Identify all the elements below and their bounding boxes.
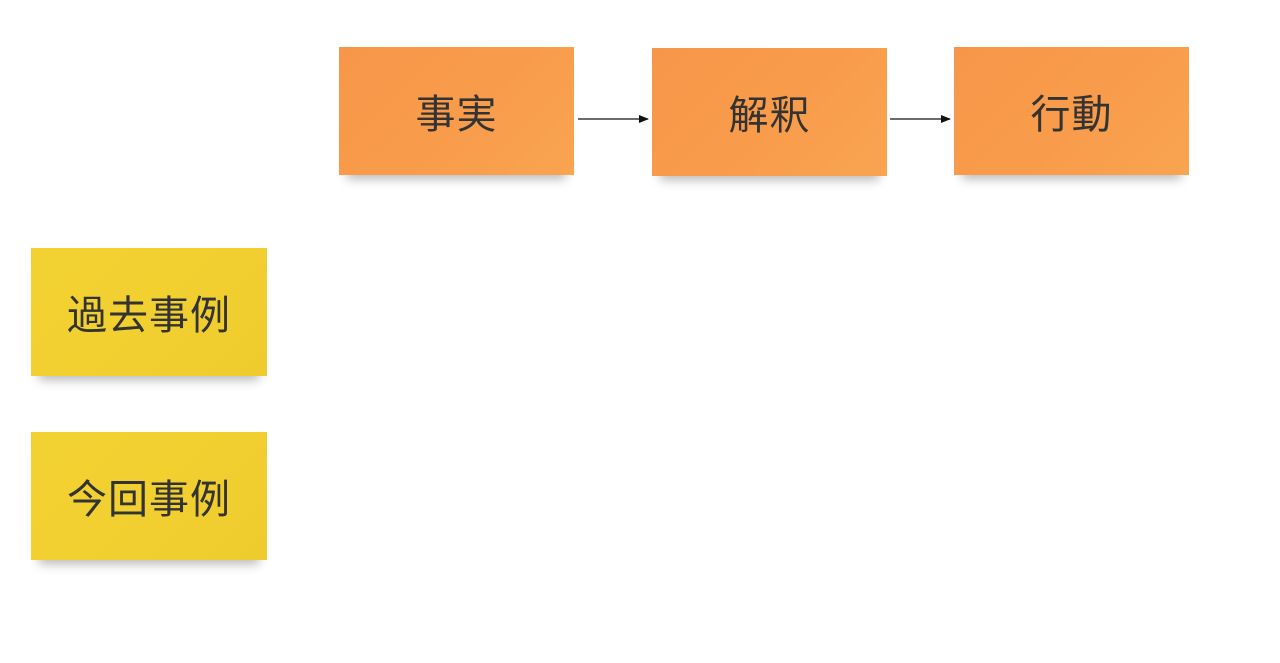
sticky-note-past-case-label: 過去事例	[67, 293, 231, 339]
sticky-note-past-case[interactable]: 過去事例	[31, 248, 267, 376]
sticky-note-interpretation[interactable]: 解釈	[652, 48, 887, 176]
sticky-note-current-case-label: 今回事例	[67, 477, 231, 523]
sticky-note-action-label: 行動	[1030, 92, 1113, 138]
sticky-note-interpretation-label: 解釈	[728, 93, 811, 139]
sticky-note-fact[interactable]: 事実	[339, 47, 574, 175]
sticky-note-current-case[interactable]: 今回事例	[31, 432, 267, 560]
sticky-note-fact-label: 事実	[415, 92, 498, 138]
sticky-note-action[interactable]: 行動	[954, 47, 1189, 175]
